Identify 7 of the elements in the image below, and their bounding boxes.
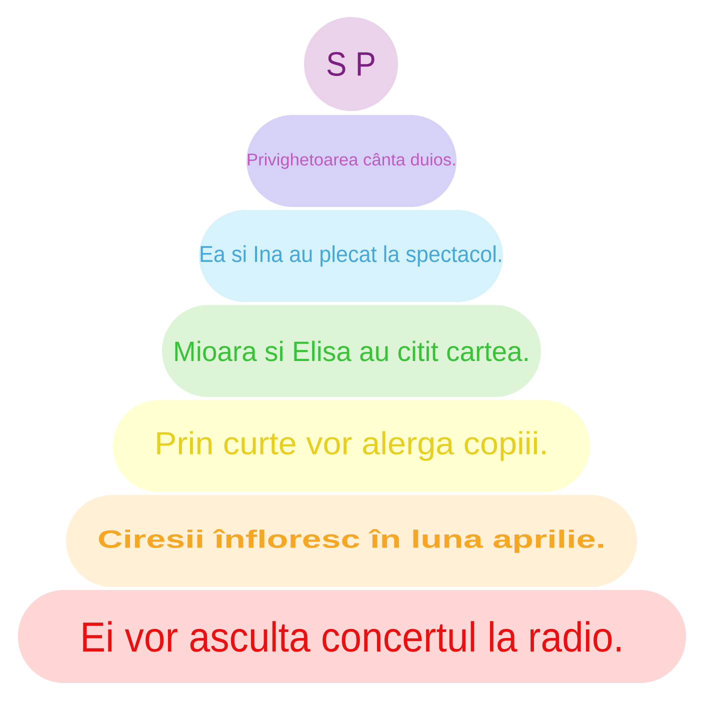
sentence-pill: Ciresii înfloresc în luna aprilie.: [66, 494, 637, 587]
sentence-pill: Ei vor asculta concertul la radio.: [18, 590, 686, 683]
sentence-pill: Ea si Ina au plecat la spectacol.: [199, 210, 503, 302]
circle-label: S P: [304, 17, 398, 111]
sentence-pill: Privighetoarea cânta duios.: [246, 114, 456, 207]
sentence-pill: Prin curte vor alerga copiii.: [113, 400, 590, 492]
sentence-pill: Mioara si Elisa au citit cartea.: [162, 304, 541, 397]
